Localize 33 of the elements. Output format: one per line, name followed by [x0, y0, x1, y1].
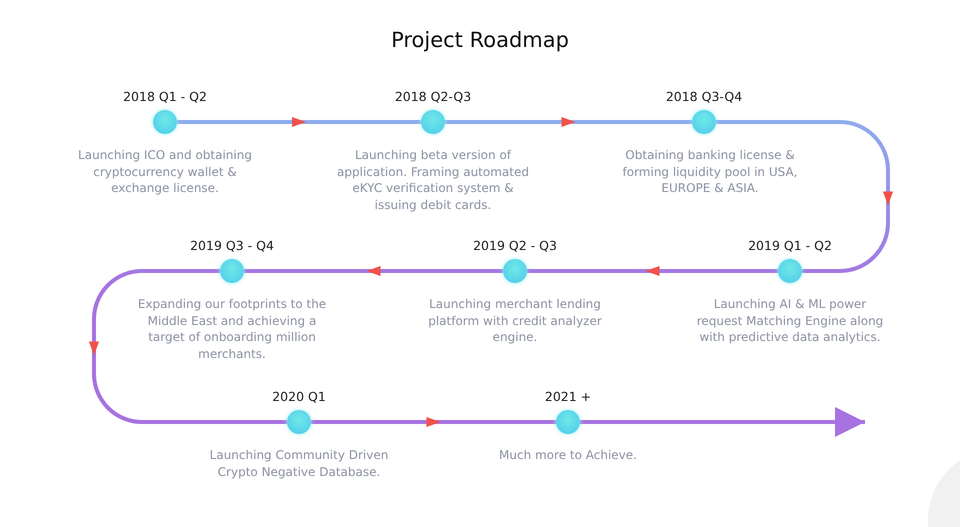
milestone-description: Launching merchant lending platform with credit analyzer engine.: [427, 296, 603, 346]
milestone-description: Launching ICO and obtaining cryptocurrency wallet & exchange license.: [77, 147, 253, 196]
timeline-arrow: [244, 266, 503, 276]
milestone-dot: [220, 259, 244, 283]
milestone-dot: [692, 110, 716, 134]
milestone-description: Expanding our footprints to the Middle East and achieving a target of onboarding million merchants.: [136, 296, 328, 362]
milestone-date: 2021 +: [544, 389, 592, 404]
title: Project Roadmap: [390, 28, 570, 52]
timeline-arrow: [311, 417, 556, 427]
timeline-arrow: [89, 269, 287, 424]
timeline-arrow: [716, 120, 893, 273]
milestone-date: 2018 Q3-Q4: [666, 89, 742, 104]
milestone-description: Launching Community Driven Crypto Negative Database.: [208, 447, 390, 480]
milestone-dot: [287, 410, 311, 434]
milestone-dot: [421, 110, 445, 134]
timeline-arrow: [445, 117, 692, 127]
milestone-dot: [503, 259, 527, 283]
milestone-date: 2019 Q2 - Q3: [473, 238, 557, 253]
milestone-date: 2020 Q1: [272, 389, 326, 404]
milestone-dot: [153, 110, 177, 134]
timeline-arrow: [177, 117, 421, 127]
timeline-arrow: [580, 407, 865, 437]
milestone-description: Obtaining banking license & forming liquidity pool in USA, EUROPE & ASIA.: [622, 147, 798, 196]
milestone-description: Much more to Achieve.: [498, 447, 638, 464]
milestone-date: 2018 Q2-Q3: [394, 89, 472, 104]
milestone-description: Launching AI & ML power request Matching Engine along with predictive data analytics.: [696, 296, 884, 346]
milestone-date: 2019 Q1 - Q2: [748, 238, 832, 253]
milestone-description: Launching beta version of application. Framing automated eKYC verification system & issuing debit cards.: [336, 147, 530, 213]
milestone-date: 2019 Q3 - Q4: [190, 238, 274, 253]
timeline-arrow: [527, 266, 778, 276]
milestone-dot: [778, 259, 802, 283]
milestone-dot: [556, 410, 580, 434]
milestone-date: 2018 Q1 - Q2: [123, 89, 207, 104]
